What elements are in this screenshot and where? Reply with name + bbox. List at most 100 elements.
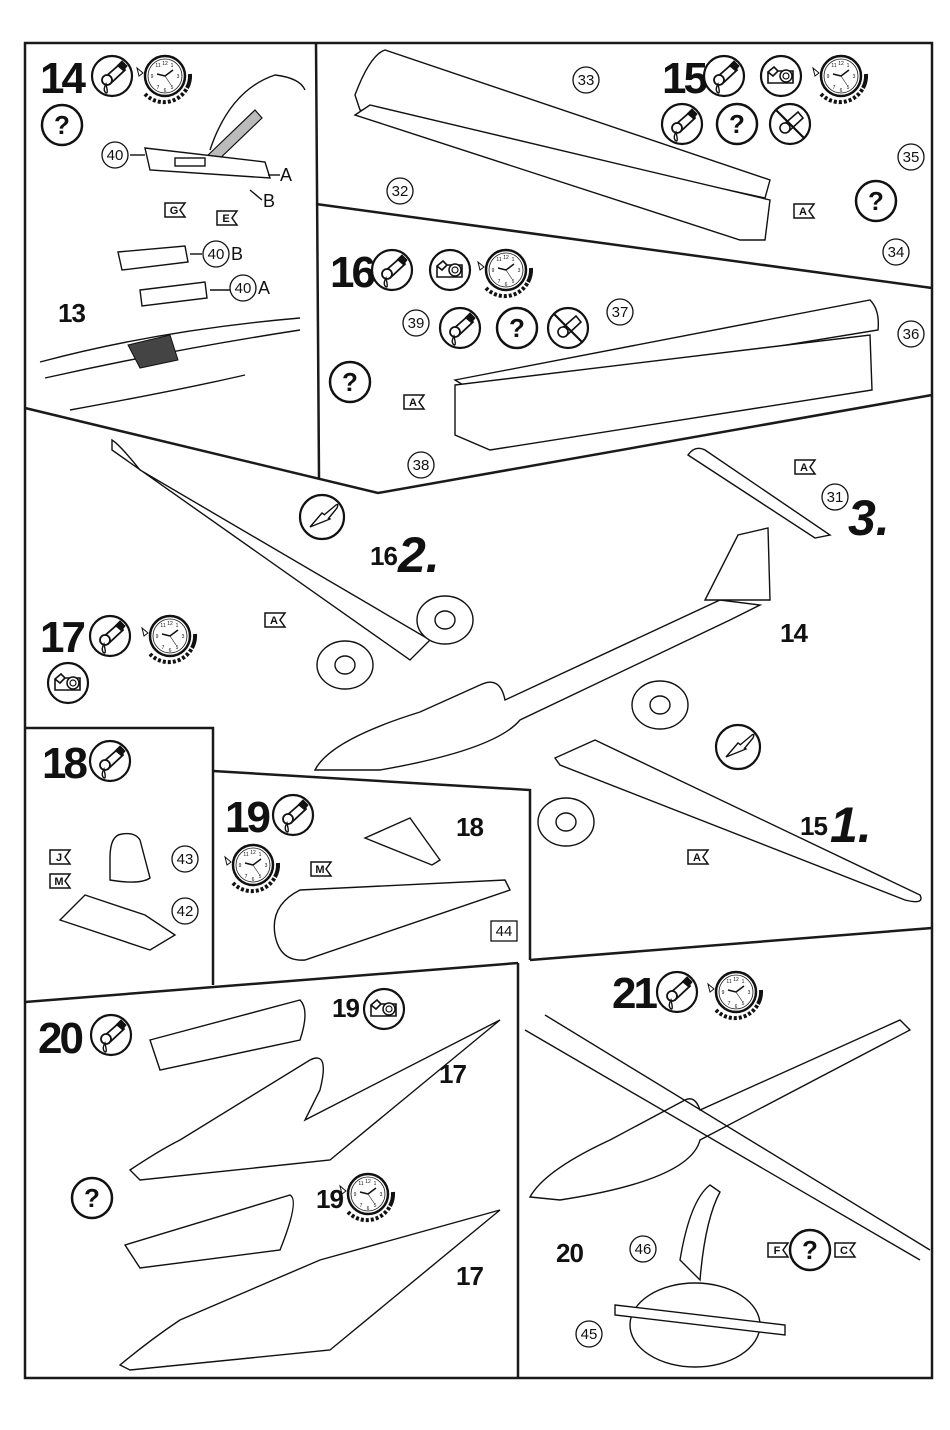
step-15-panel: 15 ? 33 32 35 34 ? A xyxy=(353,49,925,266)
tail-fin xyxy=(703,527,771,601)
divider-19-20 xyxy=(24,961,519,1004)
clock-icon xyxy=(338,1172,396,1223)
sanding-icon xyxy=(714,723,762,771)
tape-roll-core xyxy=(649,695,671,715)
step-18-number: 18 xyxy=(42,739,87,788)
flag-A-label: A xyxy=(693,852,701,864)
cockpit-opening xyxy=(127,334,179,369)
part-42-label: 42 xyxy=(177,903,194,920)
tape-roll-core xyxy=(434,610,456,630)
part-43-label: 43 xyxy=(177,851,194,868)
step-15-number: 15 xyxy=(662,54,707,103)
glider-wing-edge xyxy=(544,1014,931,1251)
glue-icon xyxy=(438,306,482,350)
part-40A-label: 40 xyxy=(235,280,252,297)
tailplane-31 xyxy=(687,447,832,539)
step-20-panel: 20 ? 19 17 19 17 xyxy=(38,987,501,1371)
step-17-panel: 17 16 2. A A 31 3. 14 15 1. A xyxy=(40,438,922,903)
part-40-drawing xyxy=(144,147,271,179)
tape-roll-core xyxy=(334,655,356,675)
step-20-number: 20 xyxy=(38,1014,82,1063)
letter-B: B xyxy=(231,244,243,264)
glue-icon xyxy=(655,970,699,1014)
panel-18-box xyxy=(25,726,215,985)
letter-A: A xyxy=(280,165,292,185)
step-14-number: 14 xyxy=(40,54,86,103)
glue-icon xyxy=(88,739,132,783)
glue-icon xyxy=(702,54,746,98)
question-mark: ? xyxy=(342,367,358,397)
step-21-panel: 21 20 46 45 F ? C xyxy=(524,969,931,1368)
part-33-label: 33 xyxy=(578,72,595,89)
step-19-panel: 19 18 M 44 xyxy=(223,793,518,961)
glue-icon xyxy=(271,793,315,837)
part-46-label: 46 xyxy=(635,1241,652,1258)
clock-icon xyxy=(140,614,198,665)
frame-42 xyxy=(58,894,177,951)
part-37-label: 37 xyxy=(612,304,629,321)
step-21-number: 21 xyxy=(612,969,657,1018)
flag-A-label: A xyxy=(799,206,807,218)
step-16-panel: 16 ? 39 37 36 38 ? A xyxy=(328,248,925,479)
stand-post-46 xyxy=(679,1184,721,1282)
panel-19-box xyxy=(212,769,532,960)
sub-assembly-16: 16 xyxy=(370,541,397,571)
divider-17-21 xyxy=(529,926,933,962)
glue-icon xyxy=(89,1013,133,1057)
glue-icon xyxy=(660,102,704,146)
clock-icon xyxy=(811,54,869,105)
part-32-label: 32 xyxy=(392,183,409,200)
wing-upper-33 xyxy=(354,49,771,199)
part-39-label: 39 xyxy=(408,315,425,332)
glider-wing-edge xyxy=(524,1029,921,1261)
part-34-label: 34 xyxy=(888,244,905,261)
sub-assembly-19-label: 19 xyxy=(316,1184,343,1214)
sub-assembly-13: 13 xyxy=(58,298,85,328)
no-glue-icon xyxy=(768,102,812,146)
sequence-2: 2. xyxy=(397,527,440,583)
tape-roll-core xyxy=(555,812,577,832)
tape-icon xyxy=(428,248,472,292)
canopy-open-drawing xyxy=(123,1194,294,1269)
divider-15-16 xyxy=(315,202,933,290)
sequence-1: 1. xyxy=(830,797,872,853)
divider-upper-17 xyxy=(24,393,933,495)
step-14-panel: 14 ? 40 A B G E 40 B 40 A xyxy=(39,54,306,411)
question-mark: ? xyxy=(729,109,745,139)
sub-assembly-19-label: 19 xyxy=(332,993,359,1023)
tape-icon xyxy=(759,54,803,98)
letter-B: B xyxy=(263,191,275,211)
assembled-glider xyxy=(528,1019,912,1201)
part-36-label: 36 xyxy=(903,326,920,343)
sub-assembly-18: 18 xyxy=(456,812,483,842)
question-mark: ? xyxy=(84,1183,100,1213)
fuselage-lower-drawing xyxy=(118,1209,501,1371)
flag-F-label: F xyxy=(774,1245,781,1257)
leader xyxy=(249,189,263,201)
part-40B-drawing xyxy=(117,245,189,271)
question-mark: ? xyxy=(802,1235,818,1265)
no-glue-icon xyxy=(546,306,590,350)
glue-icon xyxy=(370,248,414,292)
flag-M-label: M xyxy=(54,876,63,888)
fuselage-upper-drawing xyxy=(128,1019,501,1181)
flag-A-label: A xyxy=(270,615,278,627)
step-18-panel: 18 J M 43 42 xyxy=(42,739,199,951)
part-45-label: 45 xyxy=(581,1326,598,1343)
wing-15 xyxy=(553,739,922,903)
canopy-frame-44 xyxy=(273,879,511,961)
sanding-icon xyxy=(298,493,346,541)
tape-icon xyxy=(46,661,90,705)
sequence-3: 3. xyxy=(848,490,890,546)
flag-C-label: C xyxy=(840,1245,848,1257)
sub-assembly-18-drawing xyxy=(363,817,442,866)
flag-G-label: G xyxy=(170,205,179,217)
part-40A-drawing xyxy=(139,281,208,307)
part-35-label: 35 xyxy=(903,149,920,166)
wing-lower-36 xyxy=(454,334,873,451)
part-40B-label: 40 xyxy=(208,246,225,263)
clock-icon xyxy=(706,970,764,1021)
glue-icon xyxy=(88,614,132,658)
divider-14-15 xyxy=(314,42,321,479)
